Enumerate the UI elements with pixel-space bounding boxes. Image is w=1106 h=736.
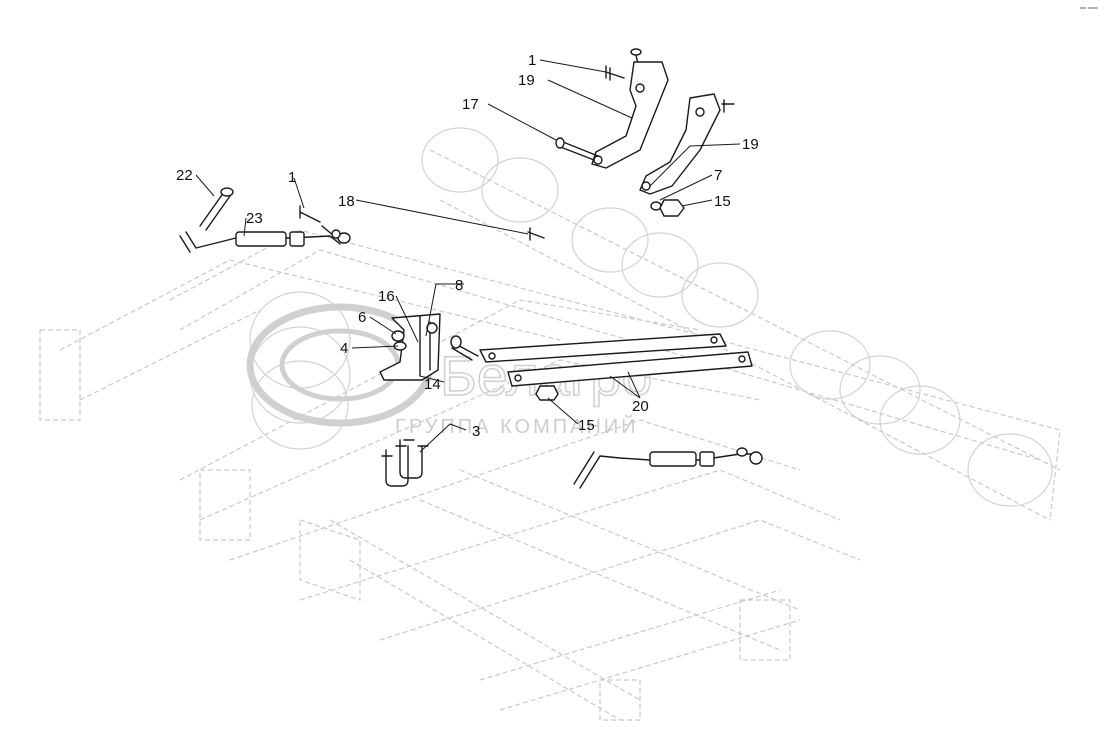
ghost-drums: [249, 127, 1053, 507]
nut-part: [659, 199, 685, 217]
callout-17: 17: [462, 96, 479, 113]
ghost-frame: [39, 127, 1061, 721]
mount-bracket: [379, 313, 479, 381]
callout-16: 16: [378, 288, 395, 305]
callout-15: 15: [714, 193, 731, 210]
turnbuckle-part: [179, 231, 351, 253]
pin-part: [527, 227, 545, 241]
callout-3: 3: [472, 423, 480, 440]
callout-1: 1: [528, 52, 536, 69]
bracket-part: [591, 61, 669, 169]
callout-22: 22: [176, 167, 193, 184]
right-turnbuckle-part: [573, 447, 763, 489]
callout-1: 1: [288, 169, 296, 186]
callout-15: 15: [578, 417, 595, 434]
callout-8: 8: [455, 277, 463, 294]
callout-23: 23: [246, 210, 263, 227]
callout-14: 14: [424, 376, 441, 393]
callout-20: 20: [632, 398, 649, 415]
long-bolt-part: [199, 191, 231, 231]
leader-lines: [195, 59, 741, 453]
long-bar-part: [479, 333, 753, 387]
callouts: 1 19 17 19 7 15 22 1 23 18 16 8 6 4 14 3…: [176, 52, 759, 440]
bracket-part-2: [639, 93, 721, 195]
callout-7: 7: [714, 167, 722, 184]
watermark-subtitle: ГРУППА КОМПАНИЙ: [395, 414, 639, 438]
callout-6: 6: [358, 309, 366, 326]
highlighted-parts: [179, 48, 763, 489]
callout-19: 19: [742, 136, 759, 153]
callout-19: 19: [518, 72, 535, 89]
washer-part: [650, 201, 662, 211]
u-bolt-part: [381, 439, 429, 487]
callout-18: 18: [338, 193, 355, 210]
callout-4: 4: [340, 340, 348, 357]
